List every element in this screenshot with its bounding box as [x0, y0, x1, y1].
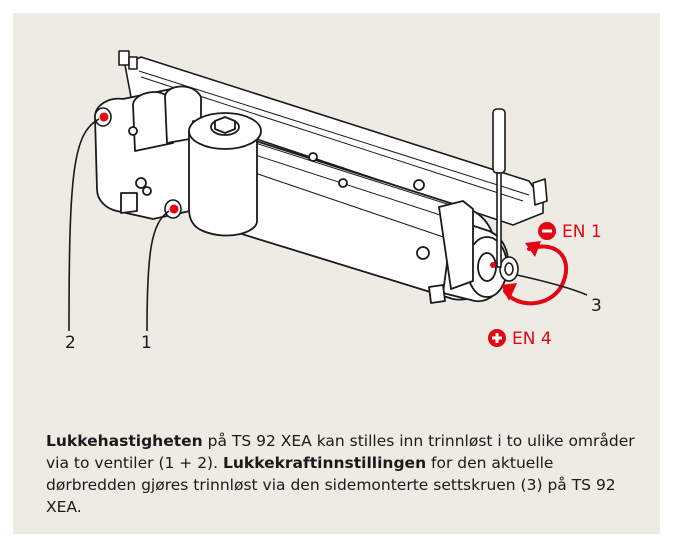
label-en4: EN 4: [512, 329, 552, 349]
valve-1: [164, 199, 182, 219]
minus-circle-icon: [538, 222, 556, 240]
plus-circle-icon: [488, 329, 506, 347]
caption-text: Lukkehastigheten på TS 92 XEA kan stille…: [46, 430, 636, 518]
door-closer-diagram: 2 1 3 EN 1 EN 4: [65, 50, 602, 353]
caption-text-1: på TS 92 XEA kan stilles inn trinnløst i…: [46, 432, 635, 472]
caption-bold-2: Lukkekraftinnstillingen: [222, 454, 427, 472]
label-en1: EN 1: [562, 222, 602, 242]
label-3: 3: [591, 296, 602, 316]
valve-2: [94, 107, 112, 127]
figure-card: 2 1 3 EN 1 EN 4 Lukkehastigheten på TS 9…: [13, 13, 660, 534]
screwdriver: [492, 108, 506, 268]
caption-bold-1: Lukkehastigheten: [46, 432, 203, 450]
adjusting-screw: [490, 256, 519, 282]
label-2: 2: [65, 333, 76, 353]
leader-lines: [68, 118, 588, 332]
caption-text-2: for den aktuelle dørbredden gjøres trinn…: [46, 454, 616, 516]
label-1: 1: [141, 333, 152, 353]
adjust-arrow-icon: [501, 241, 568, 306]
